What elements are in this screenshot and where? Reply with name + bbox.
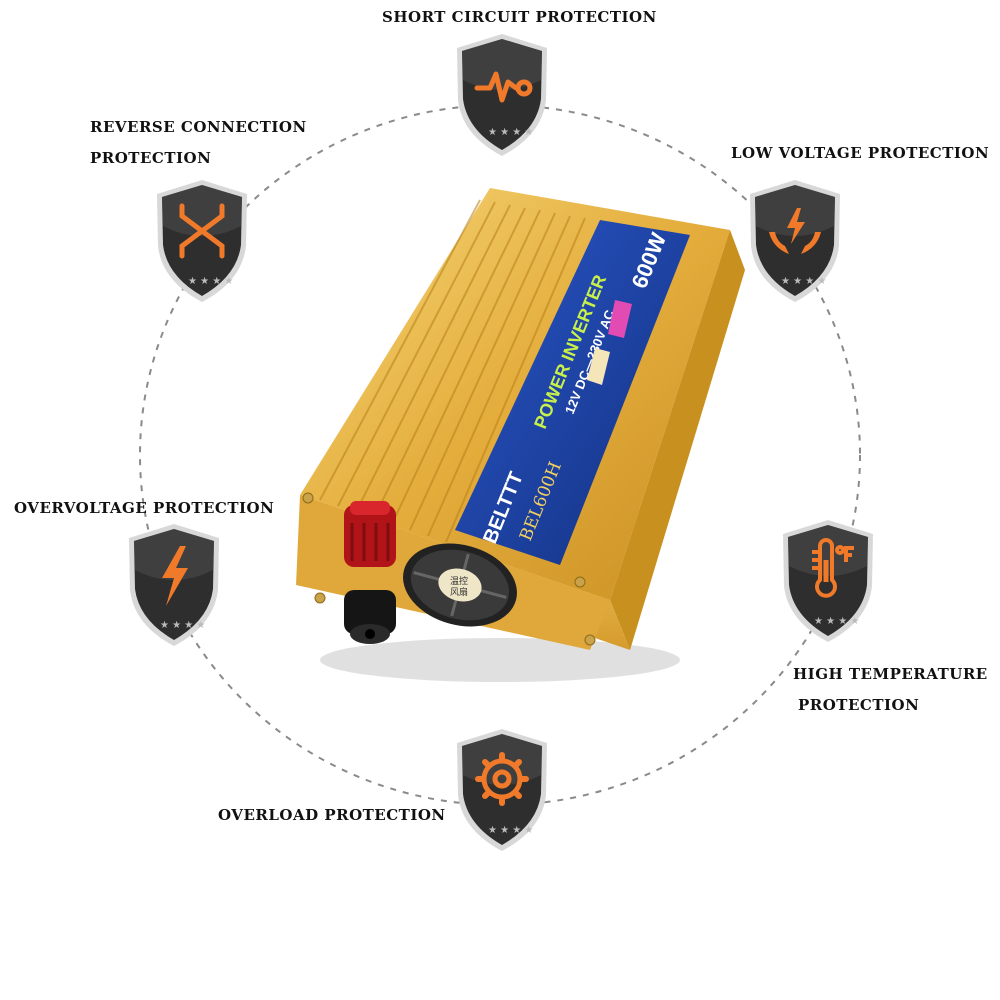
low-voltage-shield: ★ ★ ★ ★ — [745, 176, 845, 306]
overvoltage-label: OVERVOLTAGE PROTECTION — [14, 499, 275, 517]
svg-text:★ ★ ★ ★: ★ ★ ★ ★ — [160, 620, 205, 631]
svg-text:★ ★ ★ ★: ★ ★ ★ ★ — [781, 276, 826, 287]
svg-text:★ ★ ★ ★: ★ ★ ★ ★ — [488, 825, 533, 836]
high-temperature-label-1: HIGH TEMPERATURE — [793, 665, 988, 683]
fan-label-1: 温控 — [450, 575, 468, 587]
svg-text:★ ★ ★ ★: ★ ★ ★ ★ — [488, 127, 533, 138]
low-voltage-label: LOW VOLTAGE PROTECTION — [731, 144, 990, 162]
fan-label-2: 风扇 — [450, 586, 468, 598]
short-circuit-label: SHORT CIRCUIT PROTECTION — [382, 8, 657, 26]
positive-terminal — [344, 501, 396, 567]
power-inverter-image: BELTTT BEL600H POWER INVERTER 12V DC—230… — [290, 180, 750, 700]
short-circuit-shield: ★ ★ ★ ★ — [452, 30, 552, 160]
crossed-arrows-icon — [179, 203, 225, 259]
overvoltage-shield: ★ ★ ★ ★ — [124, 520, 224, 650]
reverse-connection-label-2: PROTECTION — [90, 149, 212, 167]
high-temperature-shield: ★ ★ ★ ★ — [778, 516, 878, 646]
svg-text:★ ★ ★ ★: ★ ★ ★ ★ — [814, 616, 859, 627]
cooling-fan: 温控 风扇 — [403, 543, 517, 627]
thermometer-icon — [812, 538, 854, 598]
pulse-circuit-icon — [474, 71, 533, 103]
lightning-bolt-icon — [162, 546, 188, 606]
reverse-connection-shield: ★ ★ ★ ★ — [152, 176, 252, 306]
overload-label: OVERLOAD PROTECTION — [218, 806, 446, 824]
high-temperature-label-2: PROTECTION — [798, 696, 920, 714]
overload-shield: ★ ★ ★ ★ — [452, 725, 552, 855]
negative-terminal — [344, 590, 396, 644]
gear-icon — [475, 752, 529, 806]
bolt-hands-icon — [769, 208, 821, 254]
svg-text:★ ★ ★ ★: ★ ★ ★ ★ — [188, 276, 233, 287]
reverse-connection-label-1: REVERSE CONNECTION — [90, 118, 307, 136]
